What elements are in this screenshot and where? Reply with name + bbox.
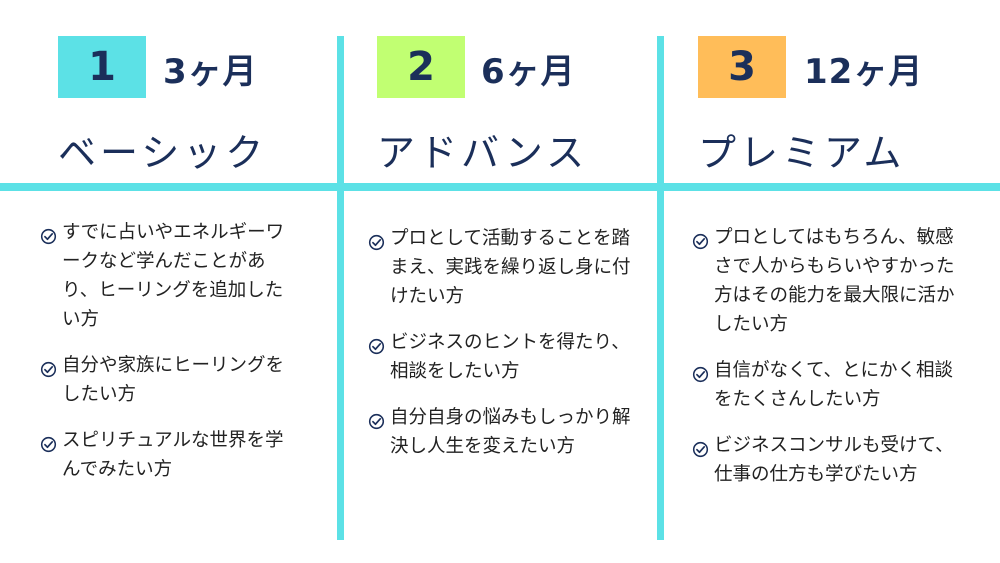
plan-name: アドバンス <box>377 131 589 175</box>
check-circle-icon <box>692 363 709 383</box>
check-circle-icon <box>368 335 385 355</box>
plan-target-list: すでに占いやエネルギーワークなど学んだことがあり、ヒーリングを追加したい方 自分… <box>40 218 298 484</box>
list-item-text: 自信がなくて、とにかく相談をたくさんしたい方 <box>714 360 954 410</box>
list-item-text: プロとして活動することを踏まえ、実践を繰り返し身に付けたい方 <box>390 228 631 307</box>
plan-name: ベーシック <box>58 131 268 175</box>
plan-name: プレミアム <box>698 131 906 175</box>
plan-duration: 6ヶ月 <box>481 52 576 92</box>
list-item: スピリチュアルな世界を学んでみたい方 <box>40 426 298 484</box>
plan-number-badge: 2 <box>377 36 465 98</box>
check-circle-icon <box>692 230 709 250</box>
list-item-text: ビジネスコンサルも受けて、仕事の仕方も学びたい方 <box>714 435 954 485</box>
list-item-text: ビジネスのヒントを得たり、相談をしたい方 <box>390 332 630 382</box>
list-item-text: 自分自身の悩みもしっかり解決し人生を変えたい方 <box>390 407 631 457</box>
list-item-text: プロとしてはもちろん、敏感さで人からもらいやすかった方はその能力を最大限に活かし… <box>714 227 955 335</box>
list-item: ビジネスコンサルも受けて、仕事の仕方も学びたい方 <box>692 431 964 489</box>
plan-target-list: プロとしてはもちろん、敏感さで人からもらいやすかった方はその能力を最大限に活かし… <box>692 223 964 489</box>
column-divider-right <box>657 36 664 540</box>
list-item: 自分や家族にヒーリングをしたい方 <box>40 351 298 409</box>
plan-target-list: プロとして活動することを踏まえ、実践を繰り返し身に付けたい方 ビジネスのヒントを… <box>368 224 644 461</box>
plan-number-badge: 1 <box>58 36 146 98</box>
list-item-text: 自分や家族にヒーリングをしたい方 <box>62 355 285 405</box>
list-item-text: すでに占いやエネルギーワークなど学んだことがあり、ヒーリングを追加したい方 <box>62 222 285 330</box>
plan-column-basic: 1 3ヶ月 ベーシック すでに占いやエネルギーワークなど学んだことがあり、ヒーリ… <box>0 0 337 563</box>
check-circle-icon <box>692 438 709 458</box>
check-circle-icon <box>40 433 57 453</box>
plan-column-advance: 2 6ヶ月 アドバンス プロとして活動することを踏まえ、実践を繰り返し身に付けた… <box>344 0 657 563</box>
column-divider-left <box>337 36 344 540</box>
list-item: すでに占いやエネルギーワークなど学んだことがあり、ヒーリングを追加したい方 <box>40 218 298 334</box>
list-item: プロとして活動することを踏まえ、実践を繰り返し身に付けたい方 <box>368 224 644 311</box>
check-circle-icon <box>40 358 57 378</box>
plan-number-badge: 3 <box>698 36 786 98</box>
plan-column-premium: 3 12ヶ月 プレミアム プロとしてはもちろん、敏感さで人からもらいやすかった方… <box>664 0 1000 563</box>
list-item: プロとしてはもちろん、敏感さで人からもらいやすかった方はその能力を最大限に活かし… <box>692 223 964 339</box>
list-item: ビジネスのヒントを得たり、相談をしたい方 <box>368 328 644 386</box>
plan-duration: 3ヶ月 <box>163 52 258 92</box>
list-item: 自信がなくて、とにかく相談をたくさんしたい方 <box>692 356 964 414</box>
check-circle-icon <box>368 231 385 251</box>
check-circle-icon <box>368 410 385 430</box>
check-circle-icon <box>40 225 57 245</box>
header-divider <box>0 183 1000 191</box>
plan-duration: 12ヶ月 <box>804 52 924 92</box>
list-item: 自分自身の悩みもしっかり解決し人生を変えたい方 <box>368 403 644 461</box>
list-item-text: スピリチュアルな世界を学んでみたい方 <box>62 430 284 480</box>
